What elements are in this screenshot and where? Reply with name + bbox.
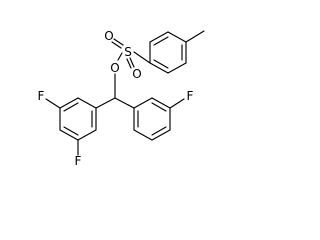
sulfonyl-group	[111, 38, 151, 69]
difluorophenyl-ring	[59, 97, 97, 141]
fluorine-left-top-label: F	[38, 89, 45, 103]
oxygen-top-label: O	[104, 29, 113, 43]
tolyl-ring	[149, 31, 187, 74]
f-bond-right	[169, 98, 185, 109]
structure-canvas: O S O O F F F	[38, 29, 205, 168]
fluorophenyl-ring	[133, 97, 171, 141]
fluorine-right-label: F	[187, 89, 194, 103]
chemical-structure: O S O O F F F	[38, 29, 205, 168]
ch-left-ring-bond	[95, 97, 116, 109]
oxygen-ester-label: O	[110, 61, 119, 75]
ch-right-ring-bond	[114, 97, 135, 109]
oxygen-bottom-label: O	[132, 67, 141, 81]
sulfur-label: S	[124, 45, 132, 59]
f-bond-left-top	[45, 98, 61, 109]
methyl-bond	[185, 30, 205, 43]
fluorine-left-bottom-label: F	[75, 154, 82, 168]
